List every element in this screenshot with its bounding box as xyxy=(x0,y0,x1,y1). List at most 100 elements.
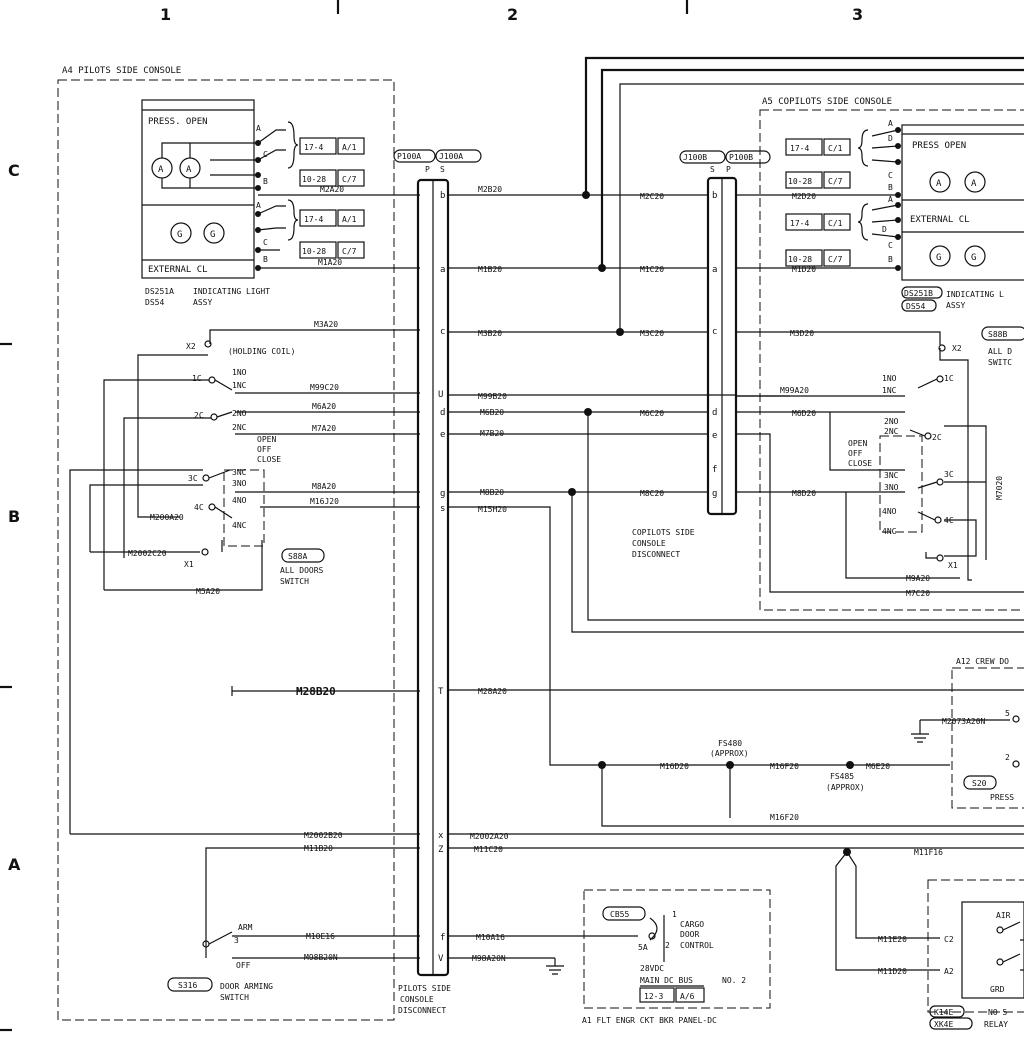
svg-text:G: G xyxy=(971,253,976,263)
wire-m11d20: M11D20 xyxy=(878,967,907,976)
disc-copilot-conn-1: J100B xyxy=(683,153,707,162)
wire-m1a20: M1A20 xyxy=(318,258,342,267)
wire-m11b20: M11B20 xyxy=(304,844,333,853)
svg-text:1NC: 1NC xyxy=(882,386,897,395)
wire-m11f16: M11F16 xyxy=(914,848,943,857)
svg-text:C/1: C/1 xyxy=(828,219,843,228)
a4-press-open-label: PRESS. OPEN xyxy=(148,117,208,127)
a4-indicator-ref-1: DS251A xyxy=(145,287,174,296)
a5-copilots-side-console: A5 COPILOTS SIDE CONSOLE PRESS OPEN A A … xyxy=(736,97,1024,611)
off-label: OFF xyxy=(236,961,251,970)
svg-text:10-28: 10-28 xyxy=(302,247,326,256)
arm-label: ARM xyxy=(238,923,253,932)
arm-switch-label-2: SWITCH xyxy=(220,993,249,1002)
a5-pos-close: CLOSE xyxy=(848,459,872,468)
svg-text:G: G xyxy=(177,230,182,240)
svg-text:3C: 3C xyxy=(188,474,198,483)
cb-amp: 5A xyxy=(638,943,648,952)
svg-text:A: A xyxy=(888,195,893,204)
wire-m7a20: M7A20 xyxy=(312,424,336,433)
svg-text:1C: 1C xyxy=(944,374,954,383)
svg-text:5: 5 xyxy=(1005,709,1010,718)
cb-label-3: CONTROL xyxy=(680,941,714,950)
relay-ref-1: K14E xyxy=(934,1008,953,1017)
svg-text:V: V xyxy=(438,954,444,964)
a5-title: A5 COPILOTS SIDE CONSOLE xyxy=(762,97,892,107)
wire-m99a20: M99A20 xyxy=(780,386,809,395)
splice-fs485-approx: (APPROX) xyxy=(826,783,865,792)
svg-text:10-28: 10-28 xyxy=(788,255,812,264)
wire-m98b20n: M98B20N xyxy=(304,953,338,962)
wire-m6a20: M6A20 xyxy=(312,402,336,411)
grid-row-c: C xyxy=(8,161,20,180)
svg-text:C/7: C/7 xyxy=(342,247,357,256)
svg-text:U: U xyxy=(438,390,443,400)
svg-text:1NO: 1NO xyxy=(232,368,247,377)
wire-m6c20: M6C20 xyxy=(640,409,664,418)
svg-text:1NC: 1NC xyxy=(232,381,247,390)
a4-switch-label-2: SWITCH xyxy=(280,577,309,586)
svg-text:B: B xyxy=(888,183,893,192)
cb-bus-2: MAIN DC BUS xyxy=(640,976,693,985)
wire-m10e16: M10E16 xyxy=(306,932,335,941)
a4-indicator-label-1: INDICATING LIGHT xyxy=(193,287,270,296)
a5-pos-off: OFF xyxy=(848,449,863,458)
relay-air: AIR xyxy=(996,911,1011,920)
a4-switch-ref: S88A xyxy=(288,552,307,561)
svg-text:A: A xyxy=(971,179,977,189)
svg-text:D: D xyxy=(882,225,887,234)
grid-col-1: 1 xyxy=(160,5,171,24)
svg-text:17-4: 17-4 xyxy=(790,144,809,153)
wire-m15h20: M15H20 xyxy=(478,505,507,514)
svg-text:17-4: 17-4 xyxy=(304,143,323,152)
svg-text:f: f xyxy=(712,465,717,475)
wire-m6b20: M6B20 xyxy=(480,408,504,417)
svg-text:b: b xyxy=(440,191,445,201)
disc-pilot-label-1: PILOTS SIDE xyxy=(398,984,451,993)
svg-text:4NC: 4NC xyxy=(232,521,247,530)
cb-bus-no: NO. 2 xyxy=(722,976,746,985)
svg-text:2NO: 2NO xyxy=(232,409,247,418)
wire-m98a20n: M98A20N xyxy=(472,954,506,963)
a4-pos-off: OFF xyxy=(257,445,272,454)
svg-text:C: C xyxy=(888,241,893,250)
svg-text:T: T xyxy=(438,687,444,697)
relay-k14e: M11F16 M11E20 M11D20 C2 A2 AIR GRD K14E … xyxy=(835,848,1024,1030)
svg-text:4C: 4C xyxy=(194,503,204,512)
wire-m3a20: M3A20 xyxy=(314,320,338,329)
svg-text:A/1: A/1 xyxy=(342,215,357,224)
wire-m1c20: M1C20 xyxy=(640,265,664,274)
a5-switch-ref: S88B xyxy=(988,330,1007,339)
svg-text:x: x xyxy=(438,831,444,841)
svg-text:10-28: 10-28 xyxy=(302,175,326,184)
wire-m2a20: M2A20 xyxy=(320,185,344,194)
disc-copilot-label-2: CONSOLE xyxy=(632,539,666,548)
wire-m10a16: M10A16 xyxy=(476,933,505,942)
svg-text:A: A xyxy=(186,165,192,175)
grid-col-3: 3 xyxy=(852,5,863,24)
wire-m3c20: M3C20 xyxy=(640,329,664,338)
wire-m6e20: M6E20 xyxy=(866,762,890,771)
relay-label-1: NO 5 xyxy=(988,1008,1007,1017)
svg-text:2: 2 xyxy=(665,941,670,950)
wire-m11c20: M11C20 xyxy=(474,845,503,854)
svg-text:G: G xyxy=(210,230,215,240)
svg-text:B: B xyxy=(263,177,268,186)
wire-m6d20: M6D20 xyxy=(792,409,816,418)
cb-bus-1: 28VDC xyxy=(640,964,664,973)
svg-text:d: d xyxy=(712,408,717,418)
wire-m2073a20n: M2073A20N xyxy=(942,717,986,726)
wire-m2002a20: M2002A20 xyxy=(470,832,509,841)
svg-text:2C: 2C xyxy=(194,411,204,420)
wire-m28b20: M28B20 xyxy=(296,685,336,698)
svg-text:17-4: 17-4 xyxy=(790,219,809,228)
wire-m7b20: M7B20 xyxy=(480,429,504,438)
wire-m8a20: M8A20 xyxy=(312,482,336,491)
svg-text:C/7: C/7 xyxy=(828,255,843,264)
a5-indicator-label-1: INDICATING L xyxy=(946,290,1004,299)
svg-text:d: d xyxy=(440,408,445,418)
svg-text:A: A xyxy=(256,201,261,210)
wire-m3d20: M3D20 xyxy=(790,329,814,338)
wire-m9a20: M9A20 xyxy=(906,574,930,583)
wire-m11e20: M11E20 xyxy=(878,935,907,944)
